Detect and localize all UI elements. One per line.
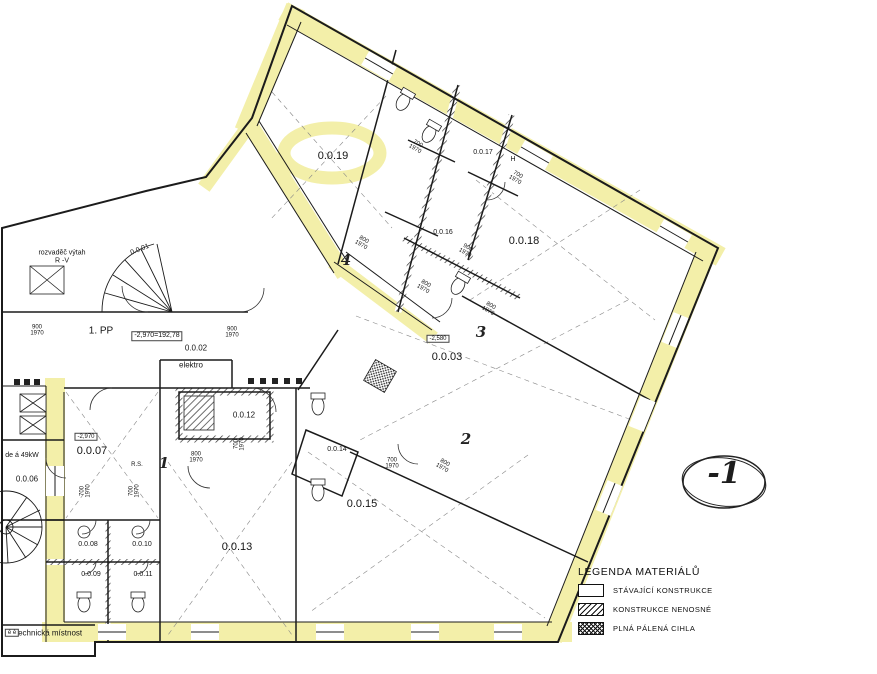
brick-pillar: [363, 359, 397, 393]
legend-title: LEGENDA MATERIÁLŮ: [578, 566, 701, 578]
materials-legend: LEGENDA MATERIÁLŮ STÁVAJÍCÍ KONSTRUKCE KO…: [578, 566, 818, 641]
elevator-icon: [29, 265, 65, 295]
inner-wall-lines: [2, 21, 704, 642]
door-arcs: [45, 181, 506, 575]
level-mark-ellipse: [681, 455, 767, 509]
toilet-icon: [395, 86, 417, 111]
fixtures: [14, 86, 472, 613]
level-mark-text: -1: [707, 456, 741, 491]
legend-item: STÁVAJÍCÍ KONSTRUKCE: [578, 584, 818, 597]
legend-items: STÁVAJÍCÍ KONSTRUKCE KONSTRUKCE NENOSNÉ PL…: [578, 584, 818, 635]
legend-item: KONSTRUKCE NENOSNÉ: [578, 603, 818, 616]
toilet-icon: [310, 478, 326, 502]
windows: [46, 51, 692, 640]
boiler-icon: [19, 393, 47, 435]
toilet-icon: [421, 118, 443, 143]
legend-item-label: KONSTRUKCE NENOSNÉ: [613, 605, 712, 614]
toilet-icon: [310, 392, 326, 416]
level-mark: -1: [678, 450, 770, 516]
toilet-icon: [130, 591, 146, 613]
wall-highlights: [42, 2, 726, 643]
legend-swatch-outline: [578, 584, 604, 597]
legend-item-label: PLNÁ PÁLENÁ CIHLA: [613, 624, 696, 633]
legend-item-label: STÁVAJÍCÍ KONSTRUKCE: [613, 586, 713, 595]
interior-walls: [2, 49, 651, 642]
spiral-stair: [0, 490, 43, 564]
stairs: [101, 243, 173, 313]
shower-icon: [183, 395, 215, 431]
sink-icon: [131, 525, 145, 539]
legend-item: PLNÁ PÁLENÁ CIHLA: [578, 622, 818, 635]
legend-swatch-dots: [578, 622, 604, 635]
toilet-icon: [450, 270, 472, 295]
legend-swatch-hatch: [578, 603, 604, 616]
toilet-icon: [76, 591, 92, 613]
radiator-icon: [14, 378, 302, 385]
sink-icon: [77, 525, 91, 539]
